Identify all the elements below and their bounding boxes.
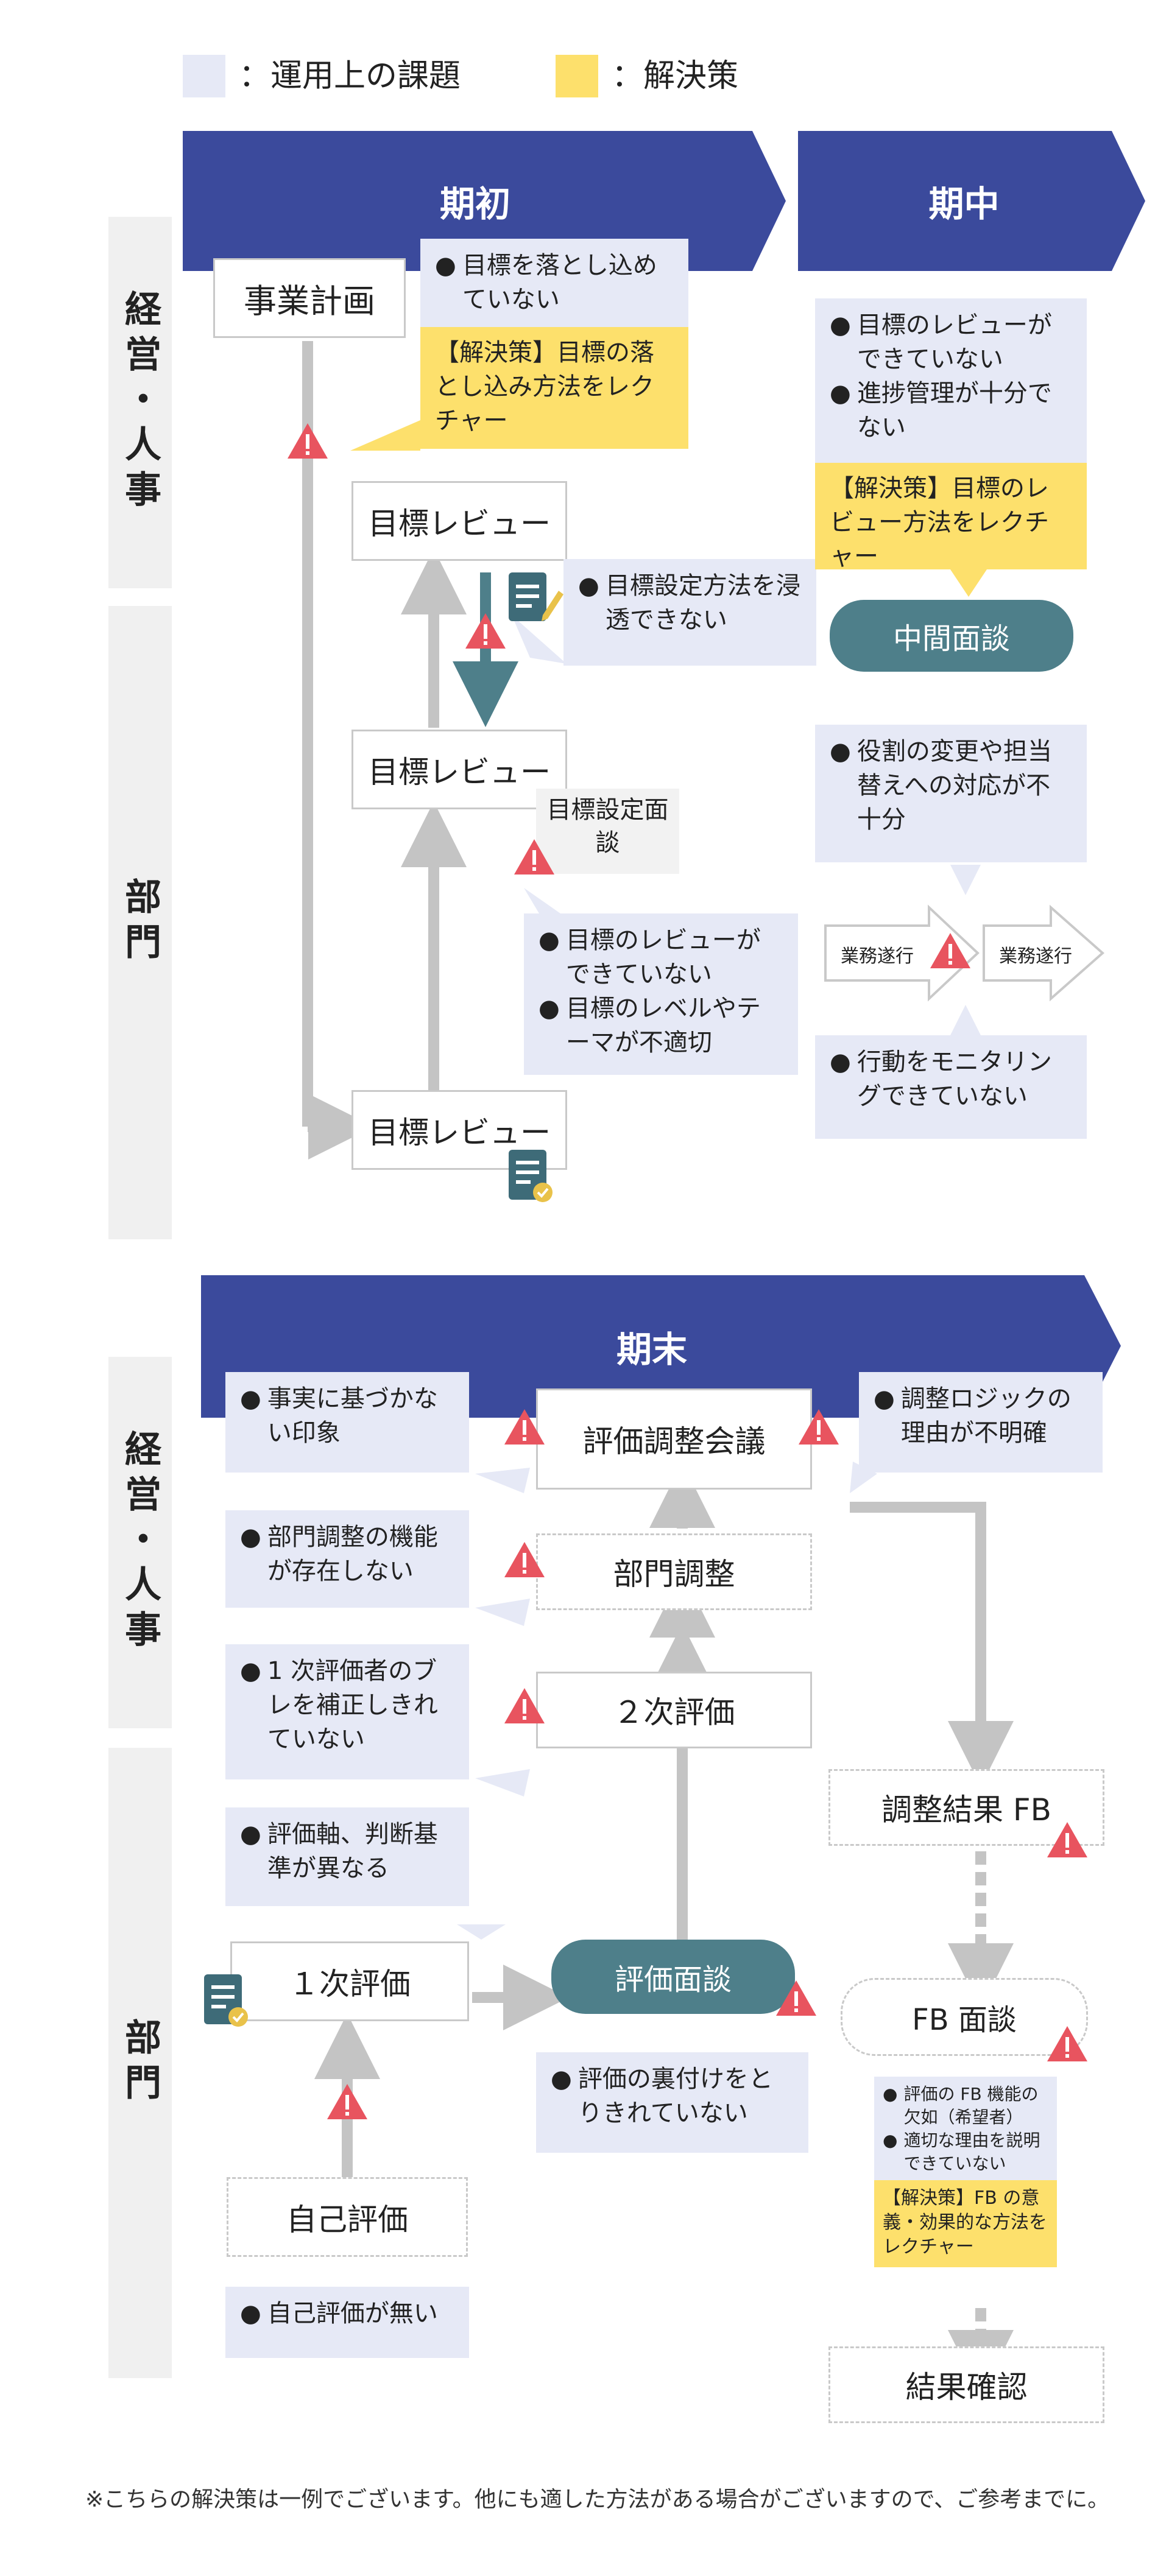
footnote: ※こちらの解決策は一例でございます。他にも適した方法がある場合がございますので、… <box>85 2487 1110 2512</box>
warning-icon <box>503 1687 546 1727</box>
node-goal-setting-interview: 目標設定面談 <box>536 789 679 874</box>
issue-first-eval-bias: ●1 次評価者のブレを補正しきれていない <box>225 1644 469 1779</box>
warning-icon <box>1046 2025 1089 2065</box>
phase-label-kisho: 期初 <box>439 183 510 225</box>
legend-issue-label: ：運用上の課題 <box>239 58 461 94</box>
issue-evidence: ●評価の裏付けをとりきれていない <box>536 2052 808 2153</box>
issue-goal-penetrate: ●目標設定方法を浸透できない <box>563 559 816 666</box>
node-midterm-interview: 中間面談 <box>830 600 1073 672</box>
node-dept-adjustment: 部門調整 <box>536 1533 812 1610</box>
node-fb-interview: FB 面談 <box>841 1978 1088 2056</box>
node-first-eval: １次評価 <box>230 1941 469 2021</box>
legend-solution-label: ：解決策 <box>612 58 739 94</box>
warning-icon <box>326 2083 369 2123</box>
issue-criteria: ●評価軸、判断基準が異なる <box>225 1807 469 1906</box>
node-result-confirm: 結果確認 <box>828 2346 1104 2423</box>
issue-monitoring: ●行動をモニタリングできていない <box>815 1035 1087 1139</box>
phase-label-kimatsu: 期末 <box>616 1329 687 1370</box>
work-execution-1: 業務遂行 <box>841 946 914 967</box>
warning-icon <box>797 1408 840 1448</box>
document-edit-icon <box>509 572 563 631</box>
solution-midterm-review: 【解決策】目標のレビュー方法をレクチャー <box>815 463 1087 571</box>
work-execution-2: 業務遂行 <box>999 946 1072 967</box>
document-check-icon <box>204 1974 253 2033</box>
row-label-management-bottom: 経営・人事 <box>108 1357 172 1728</box>
warning-icon <box>929 932 972 972</box>
document-check-icon <box>509 1150 557 1208</box>
row-label-management-top: 経営・人事 <box>108 217 172 588</box>
issue-role-change: ●役割の変更や担当替えへの対応が不十分 <box>815 725 1087 862</box>
work-arrow-1-shape <box>824 904 980 1002</box>
solution-fb: 【解決策】FB の意義・効果的な方法をレクチャー <box>874 2180 1057 2267</box>
node-adjustment-result-fb: 調整結果 FB <box>828 1769 1104 1846</box>
issue-adjustment-logic: ●調整ロジックの理由が不明確 <box>859 1372 1103 1473</box>
issue-impression: ●事実に基づかない印象 <box>225 1372 469 1473</box>
row-label-department-top: 部門 <box>108 606 172 1239</box>
legend-solution-swatch <box>556 55 598 97</box>
warning-icon <box>464 612 507 652</box>
band-kichu <box>798 131 1145 271</box>
node-self-eval: 自己評価 <box>227 2177 468 2257</box>
issue-midterm-review: ●目標のレビューができていない ●進捗管理が十分でない <box>815 298 1087 463</box>
node-eval-interview: 評価面談 <box>551 1940 795 2014</box>
node-second-eval: ２次評価 <box>536 1672 812 1748</box>
warning-icon <box>286 422 329 462</box>
node-calibration-meeting: 評価調整会議 <box>536 1388 812 1490</box>
issue-fb: ●評価の FB 機能の欠如（希望者） ●適切な理由を説明できていない <box>874 2077 1057 2180</box>
warning-icon <box>775 1979 818 2019</box>
node-business-plan: 事業計画 <box>213 258 406 338</box>
issue-goal-cascade: ●目標を落とし込めていない <box>420 239 688 327</box>
node-goal-review-1: 目標レビュー <box>351 481 567 561</box>
legend-issue-swatch <box>183 55 225 97</box>
warning-icon <box>513 838 556 878</box>
phase-label-kichu: 期中 <box>928 183 1000 225</box>
node-goal-review-2: 目標レビュー <box>351 730 567 809</box>
band-kisho <box>183 131 786 271</box>
warning-icon <box>503 1541 546 1581</box>
issue-dept-function: ●部門調整の機能が存在しない <box>225 1510 469 1608</box>
work-arrow-2-shape <box>983 904 1105 1002</box>
issue-goal-review-quality: ●目標のレビューができていない ●目標のレベルやテーマが不適切 <box>524 913 798 1075</box>
warning-icon <box>1046 1821 1089 1861</box>
issue-no-self-eval: ●自己評価が無い <box>225 2287 469 2358</box>
solution-goal-cascade: 【解決策】目標の落とし込み方法をレクチャー <box>420 327 688 449</box>
warning-icon <box>503 1408 546 1448</box>
row-label-department-bottom: 部門 <box>108 1748 172 2378</box>
